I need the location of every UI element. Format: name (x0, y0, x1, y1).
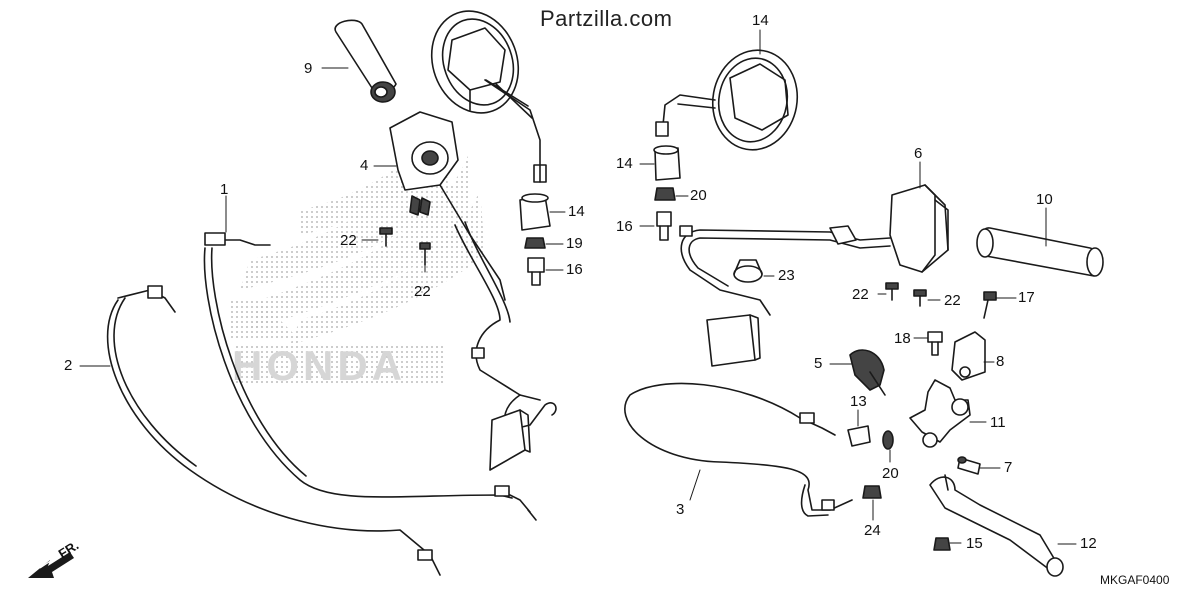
callout-16a: 16 (566, 261, 583, 278)
callout-5: 5 (814, 355, 823, 372)
lever-holder (951, 331, 986, 381)
diagram-code: MKGAF0400 (1100, 573, 1170, 587)
callout-22a: 22 (340, 232, 357, 249)
bar-end-bolt-right (656, 211, 672, 241)
callout-18: 18 (894, 330, 911, 347)
callout-4: 4 (360, 157, 369, 174)
callout-20a: 19 (566, 235, 583, 252)
callout-3: 3 (676, 501, 685, 518)
bolt-18 (927, 331, 943, 356)
callout-17: 17 (1018, 289, 1035, 306)
callout-15: 14 (752, 12, 769, 29)
callout-10: 10 (1036, 191, 1053, 208)
callout-2: 2 (64, 357, 73, 374)
callout-24: 24 (864, 522, 881, 539)
right-grip (976, 227, 1104, 277)
callout-12: 12 (1080, 535, 1097, 552)
lever-cover (849, 349, 886, 396)
callout-19: 15 (966, 535, 983, 552)
bolt-left-2 (419, 242, 431, 266)
callout-13: 13 (850, 393, 867, 410)
bolt-right-1 (885, 282, 899, 301)
nut-24 (862, 485, 882, 499)
callout-14b: 14 (616, 155, 633, 172)
throttle-cable (203, 232, 537, 521)
clutch-cable-left (106, 285, 441, 576)
callout-6: 6 (914, 145, 923, 162)
screw-17 (983, 291, 997, 319)
watermark: Partzilla.com (540, 6, 673, 31)
front-direction-arrow (28, 551, 74, 578)
wire-clamp (733, 259, 763, 283)
callout-16b: 16 (616, 218, 633, 235)
bar-end-weight-right (653, 145, 681, 181)
bolt-right-2 (913, 289, 927, 307)
adjuster-13 (847, 425, 871, 447)
left-harness (454, 221, 557, 471)
right-switch-housing (889, 184, 949, 273)
clutch-lever (929, 474, 1064, 577)
nut-right (654, 187, 676, 201)
nut-21 (882, 430, 894, 450)
bar-end-bolt-left (527, 257, 545, 286)
nut-19 (933, 537, 951, 551)
callout-14a: 14 (568, 203, 585, 220)
callout-1: 1 (220, 181, 229, 198)
bolt-left-1 (379, 227, 393, 247)
nut-left (524, 237, 546, 249)
left-grip (334, 19, 397, 103)
callout-22d: 22 (944, 292, 961, 309)
lever-bracket (909, 379, 971, 448)
callout-7: 7 (1004, 459, 1013, 476)
bar-end-weight-left (519, 193, 551, 231)
callout-22b: 22 (414, 283, 431, 300)
callout-21: 20 (882, 465, 899, 482)
left-switch-housing (389, 111, 506, 301)
callout-22c: 22 (852, 286, 869, 303)
callout-9: 9 (304, 60, 313, 77)
right-mirror (655, 49, 799, 151)
leader-lines (79, 29, 1077, 545)
callout-8: 8 (996, 353, 1005, 370)
callout-20b: 20 (690, 187, 707, 204)
callout-23: 23 (778, 267, 795, 284)
logo-text: HONDA (232, 342, 406, 389)
callout-11: 11 (990, 414, 1006, 431)
pivot-pin (957, 456, 981, 475)
left-mirror (430, 10, 547, 183)
honda-wing-logo (230, 120, 485, 385)
clutch-cable (624, 382, 853, 517)
right-harness (679, 225, 891, 367)
